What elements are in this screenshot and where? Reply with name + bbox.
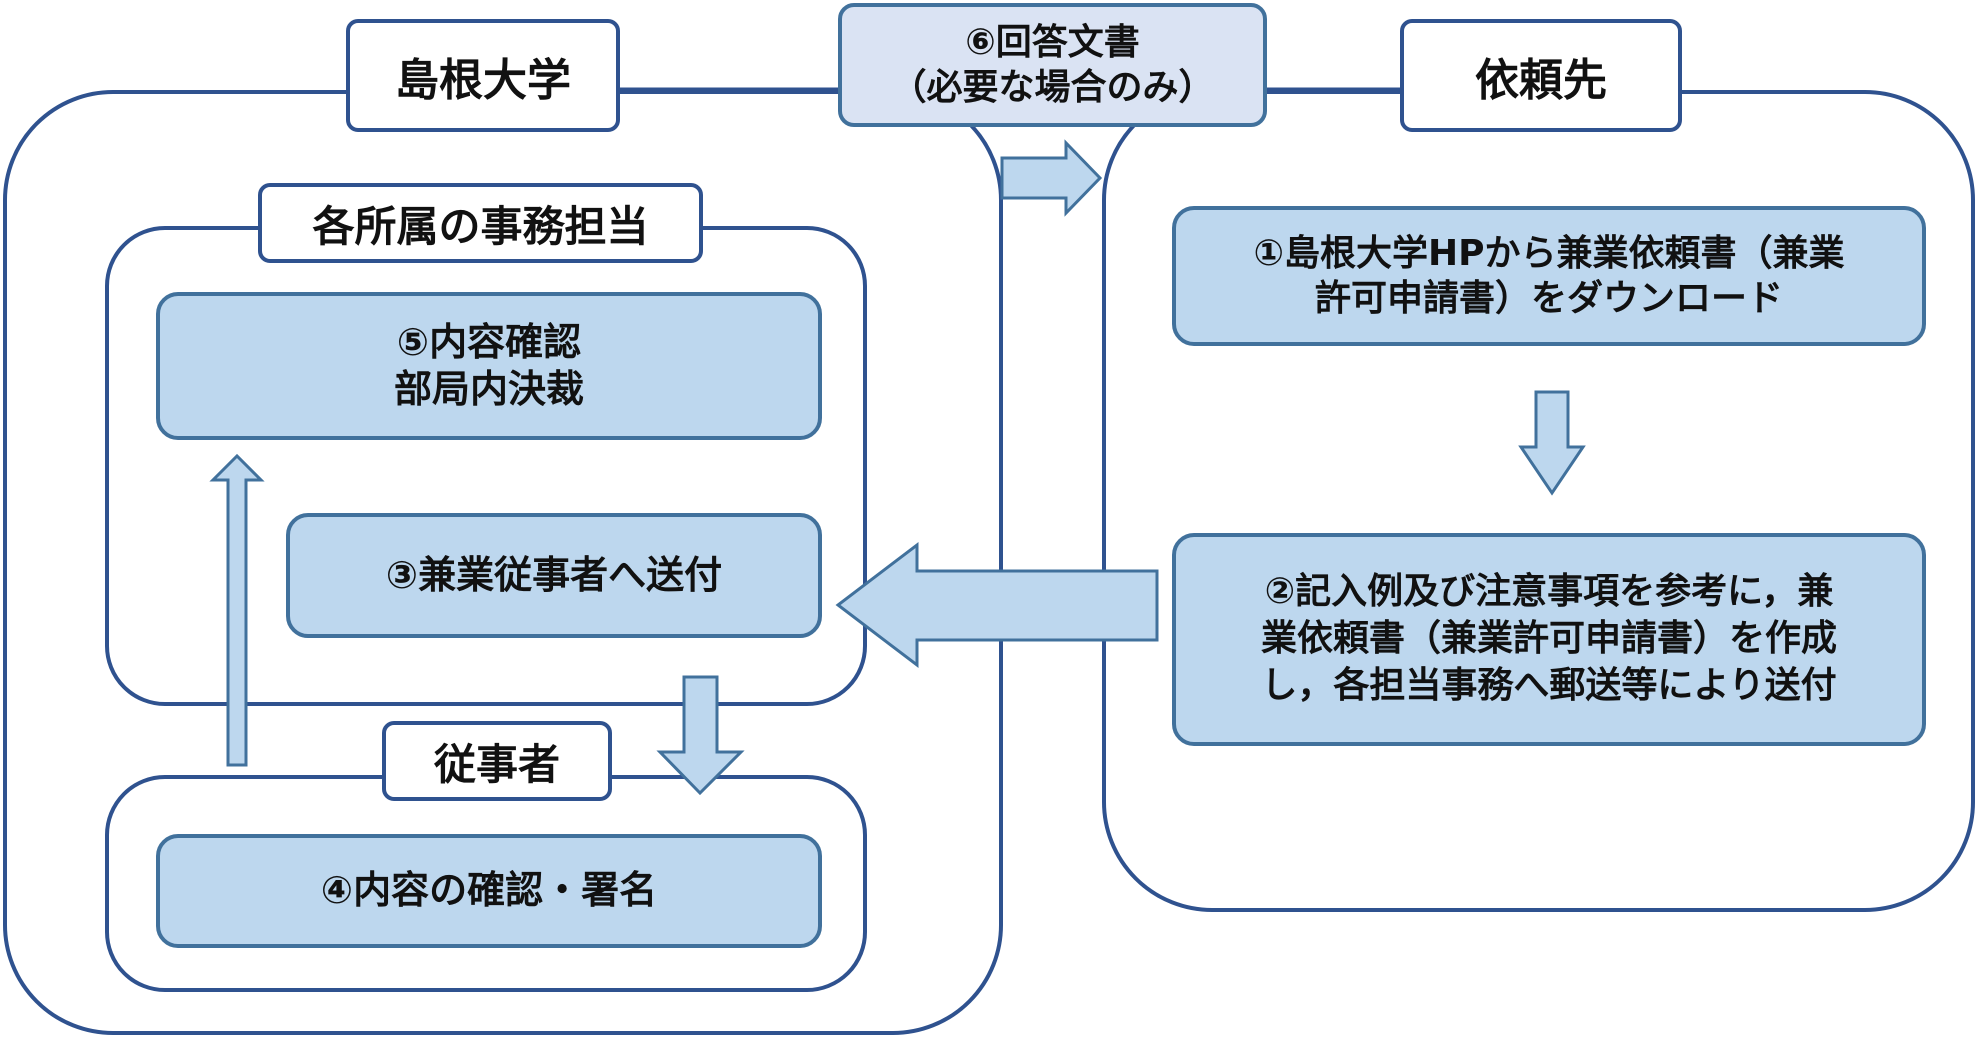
arrow-right-to-requester: [1000, 139, 1103, 217]
worker-title: 従事者: [382, 721, 612, 801]
step-1-download: ①島根大学HPから兼業依頼書（兼業 許可申請書）をダウンロード: [1172, 206, 1926, 346]
requester-title-text: 依頼先: [1475, 54, 1607, 106]
arrow-down-step1-to-step2: [1518, 390, 1586, 496]
university-title: 島根大学: [346, 19, 620, 132]
step-1-line-2: 許可申請書）をダウンロード: [1314, 278, 1783, 319]
step-2-line-3: し，各担当事務へ郵送等により送付: [1261, 664, 1837, 706]
office-title-text: 各所属の事務担当: [312, 201, 649, 251]
step-3-line-1: ③兼業従事者へ送付: [385, 552, 723, 597]
step-5-line-2: 部局内決裁: [393, 367, 584, 411]
step-4-confirm-sign: ④内容の確認・署名: [156, 834, 822, 948]
step-5-line-1: ⑤内容確認: [396, 319, 582, 364]
step-2-create-and-send: ②記入例及び注意事項を参考に，兼 業依頼書（兼業許可申請書）を作成 し，各担当事…: [1172, 533, 1926, 746]
step-2-line-1: ②記入例及び注意事項を参考に，兼: [1264, 571, 1834, 613]
step-5-approval: ⑤内容確認 部局内決裁: [156, 292, 822, 440]
office-title: 各所属の事務担当: [258, 183, 703, 263]
requester-title: 依頼先: [1400, 19, 1682, 132]
step-6-line-2: （必要な場合のみ）: [890, 67, 1215, 108]
arrow-left-step2-to-step3: [835, 541, 1159, 669]
arrow-up-worker-to-step5: [209, 453, 265, 767]
step-1-line-1: ①島根大学HPから兼業依頼書（兼業: [1253, 233, 1845, 274]
worker-title-text: 従事者: [433, 739, 560, 789]
arrow-down-step3-to-worker: [656, 675, 745, 796]
step-2-line-2: 業依頼書（兼業許可申請書）を作成: [1260, 618, 1837, 660]
step-3-send-to-worker: ③兼業従事者へ送付: [286, 513, 822, 638]
step-6-reply-document: ⑥回答文書 （必要な場合のみ）: [838, 3, 1267, 127]
step-6-line-1: ⑥回答文書: [965, 22, 1140, 63]
step-4-line-1: ④内容の確認・署名: [320, 868, 658, 913]
university-title-text: 島根大学: [395, 54, 571, 106]
